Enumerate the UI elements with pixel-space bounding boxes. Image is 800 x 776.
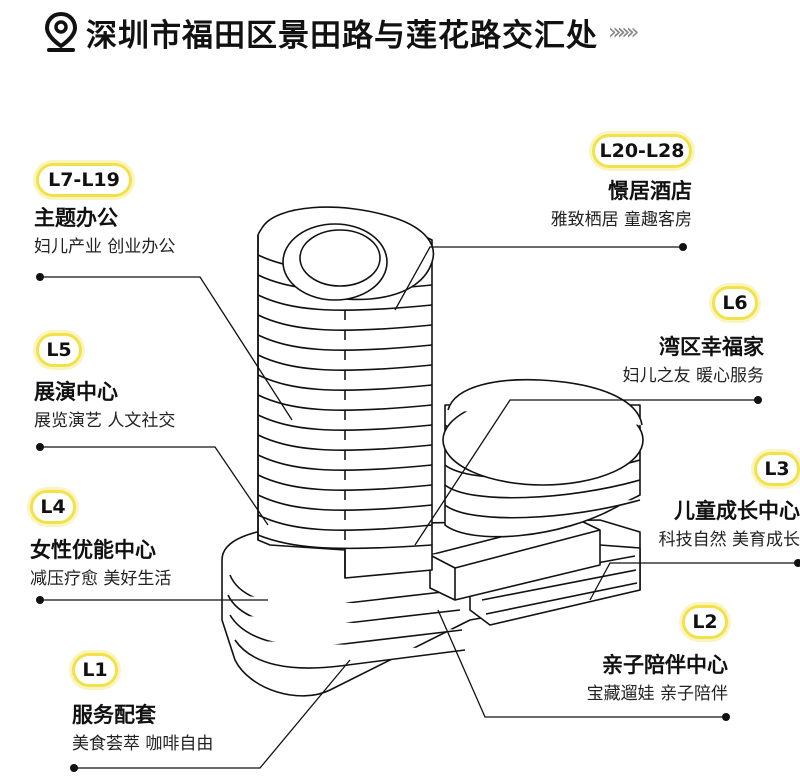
location-pin-icon	[44, 12, 78, 52]
badge-l3: L3	[754, 452, 800, 486]
badge-l2: L2	[682, 605, 728, 639]
floor-name: 亲子陪伴中心	[602, 652, 728, 677]
leader-lines	[40, 246, 798, 769]
floor-name: 憬居酒店	[608, 178, 692, 203]
floor-name: 儿童成长中心	[674, 498, 800, 523]
floor-name: 女性优能中心	[30, 537, 156, 562]
label-l3: 儿童成长中心 科技自然 美育成长	[659, 496, 800, 554]
floor-desc: 妇儿产业 创业办公	[34, 237, 176, 257]
floor-desc: 展览演艺 人文社交	[34, 411, 176, 431]
floor-desc: 美食荟萃 咖啡自由	[72, 734, 214, 754]
floor-desc: 妇儿之友 暖心服务	[622, 366, 764, 386]
badge-l4: L4	[30, 490, 76, 524]
address-title: 深圳市福田区景田路与莲花路交汇处	[86, 17, 598, 54]
floor-desc: 宝藏遛娃 亲子陪伴	[586, 684, 728, 704]
floor-name: 展演中心	[34, 379, 118, 404]
floor-name: 服务配套	[72, 702, 156, 727]
label-l20-l28: 憬居酒店 雅致栖居 童趣客房	[551, 176, 692, 234]
badge-l20-l28: L20-L28	[592, 134, 692, 168]
floor-name: 湾区幸福家	[659, 334, 764, 359]
badge-l1: L1	[72, 653, 118, 687]
badge-l7-l19: L7-L19	[36, 163, 132, 197]
badge-l6: L6	[712, 286, 758, 320]
floor-desc: 减压疗愈 美好生活	[30, 569, 172, 589]
label-l7-l19: 主题办公 妇儿产业 创业办公	[34, 203, 175, 261]
floor-desc: 科技自然 美育成长	[658, 530, 800, 550]
label-l1: 服务配套 美食荟萃 咖啡自由	[72, 700, 213, 758]
floor-desc: 雅致栖居 童趣客房	[550, 210, 692, 230]
leader-dots	[36, 243, 800, 772]
label-l5: 展演中心 展览演艺 人文社交	[34, 377, 175, 435]
label-l4: 女性优能中心 减压疗愈 美好生活	[30, 535, 171, 593]
badge-l5: L5	[36, 333, 82, 367]
building-illustration	[221, 206, 644, 697]
label-l2: 亲子陪伴中心 宝藏遛娃 亲子陪伴	[587, 650, 728, 708]
label-l6: 湾区幸福家 妇儿之友 暖心服务	[623, 332, 764, 390]
floor-name: 主题办公	[34, 205, 118, 230]
address-header: 深圳市福田区景田路与莲花路交汇处 »»»»»	[44, 8, 639, 56]
